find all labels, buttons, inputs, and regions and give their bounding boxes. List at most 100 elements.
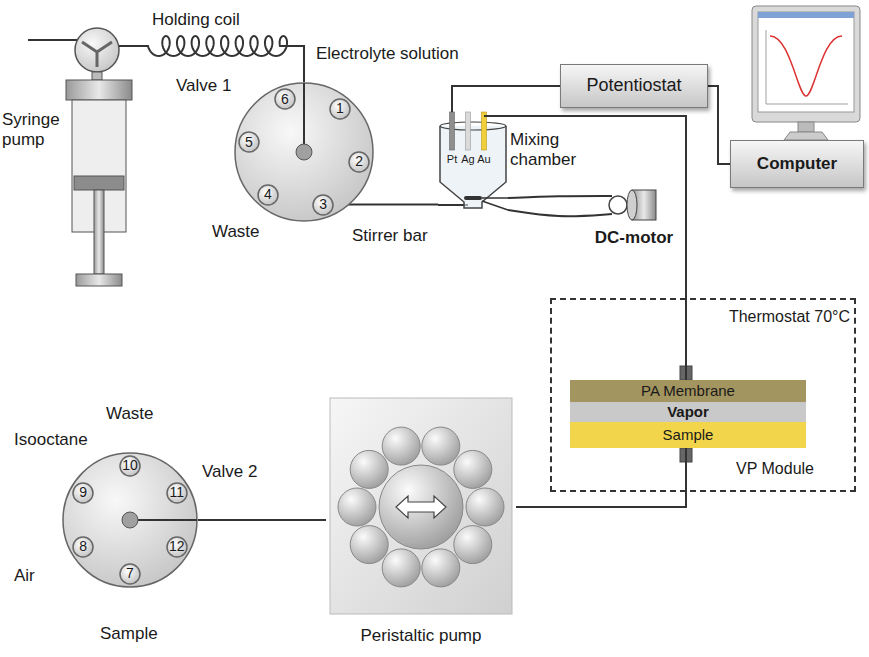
stirrer-bar xyxy=(464,196,482,200)
pump-roller xyxy=(350,526,388,564)
tube-line xyxy=(516,448,686,507)
plunger-thumb xyxy=(76,274,122,286)
port-number: 11 xyxy=(169,485,184,500)
port: 7 xyxy=(119,563,141,585)
pump-roller xyxy=(382,427,420,465)
port: 10 xyxy=(119,455,141,477)
port-outline xyxy=(167,483,187,503)
node-label: Peristaltic pump xyxy=(326,626,516,646)
monitor-foot xyxy=(784,132,828,140)
rotor-channel xyxy=(303,83,305,152)
node-label: Mixing chamber xyxy=(510,130,586,169)
port-outline xyxy=(73,483,93,503)
port-outline xyxy=(167,537,187,557)
monitor-stand xyxy=(798,122,814,132)
part-label: Stirrer bar xyxy=(352,226,428,246)
port: 12 xyxy=(166,536,188,558)
port: 4 xyxy=(257,184,279,206)
mixing-chamber: Mixing chamberPtAgAu xyxy=(438,112,508,216)
port-number: 7 xyxy=(126,566,134,581)
node-label: PA Membrane xyxy=(641,383,735,400)
port-number: 5 xyxy=(245,135,253,150)
inlet-tube xyxy=(28,39,78,41)
node-label: Pt xyxy=(443,153,461,166)
valve: Valve 2101112789 xyxy=(62,452,198,588)
outlet-tube xyxy=(119,45,134,47)
port-number: 3 xyxy=(319,197,327,212)
node-label: Thermostat 70°C xyxy=(728,308,850,326)
valve-outline xyxy=(63,453,197,587)
port-number: 9 xyxy=(79,485,87,500)
three-way-valve xyxy=(75,28,119,72)
node-label: Au xyxy=(475,153,493,166)
port: 5 xyxy=(238,131,260,153)
port: 6 xyxy=(274,88,296,110)
node-label: Syringe pump xyxy=(2,110,66,149)
port: 8 xyxy=(72,536,94,558)
part-label: Waste xyxy=(212,222,260,242)
port: 11 xyxy=(166,482,188,504)
part-label: Waste xyxy=(106,404,154,424)
sample-layer: Sample xyxy=(570,422,806,448)
node-label: Valve 1 xyxy=(176,76,231,96)
port-number: 12 xyxy=(169,539,185,554)
pump-rotor xyxy=(379,465,463,549)
part-label: Isooctane xyxy=(14,430,88,450)
pump-roller xyxy=(350,450,388,488)
syringe-pump: Syringe pump xyxy=(2,28,134,300)
port: 9 xyxy=(72,482,94,504)
syringe-cap xyxy=(66,80,132,100)
syringe-neck xyxy=(92,72,102,80)
port-outline xyxy=(73,537,93,557)
tube-line xyxy=(198,519,326,521)
node-label: VP Module xyxy=(736,460,826,478)
port-outline xyxy=(349,152,369,172)
port-number: 2 xyxy=(355,154,363,169)
motor-face xyxy=(627,190,637,220)
electrode-wire xyxy=(484,115,508,117)
port-outline xyxy=(258,185,278,205)
plunger-rod xyxy=(94,190,104,274)
pulley xyxy=(609,196,627,214)
direction-arrow xyxy=(396,496,446,518)
drive-belt xyxy=(508,196,612,216)
window-bar xyxy=(758,12,854,18)
node-label: Computer xyxy=(757,155,837,174)
valve: Valve 1612345 xyxy=(234,82,374,222)
dc-motor: DC-motor xyxy=(612,186,656,222)
valve-hub xyxy=(122,512,138,528)
monitor-screen xyxy=(758,12,854,112)
port-outline xyxy=(313,195,333,215)
computer-box: Computer xyxy=(730,140,864,188)
node-label: DC-motor xyxy=(590,228,678,248)
pump-roller xyxy=(382,549,420,587)
monitor-frame xyxy=(752,6,860,122)
port-number: 4 xyxy=(264,187,272,202)
ag-electrode xyxy=(466,112,471,150)
port-outline xyxy=(239,132,259,152)
port-outline xyxy=(275,89,295,109)
plunger-head xyxy=(74,176,124,190)
valve-body xyxy=(234,82,374,222)
port-number: 1 xyxy=(336,101,344,116)
pump-roller xyxy=(422,549,460,587)
port-outline xyxy=(330,99,350,119)
valve-channels xyxy=(82,42,112,67)
pump-roller xyxy=(422,427,460,465)
node-label: Vapor xyxy=(667,404,709,421)
peristaltic-pump: Peristaltic pump xyxy=(326,396,516,618)
edge-label: Holding coil xyxy=(150,10,242,30)
port: 2 xyxy=(348,151,370,173)
plot-axes xyxy=(766,30,848,104)
pump-roller xyxy=(454,450,492,488)
membrane-layer: PA Membrane xyxy=(570,380,806,402)
port-number: 10 xyxy=(122,458,138,473)
port-number: 8 xyxy=(79,539,87,554)
pt-electrode xyxy=(450,112,455,150)
valve-hub xyxy=(296,144,312,160)
rotor-channel xyxy=(130,519,197,521)
belt-inner xyxy=(482,198,508,210)
port-number: 6 xyxy=(281,92,289,107)
